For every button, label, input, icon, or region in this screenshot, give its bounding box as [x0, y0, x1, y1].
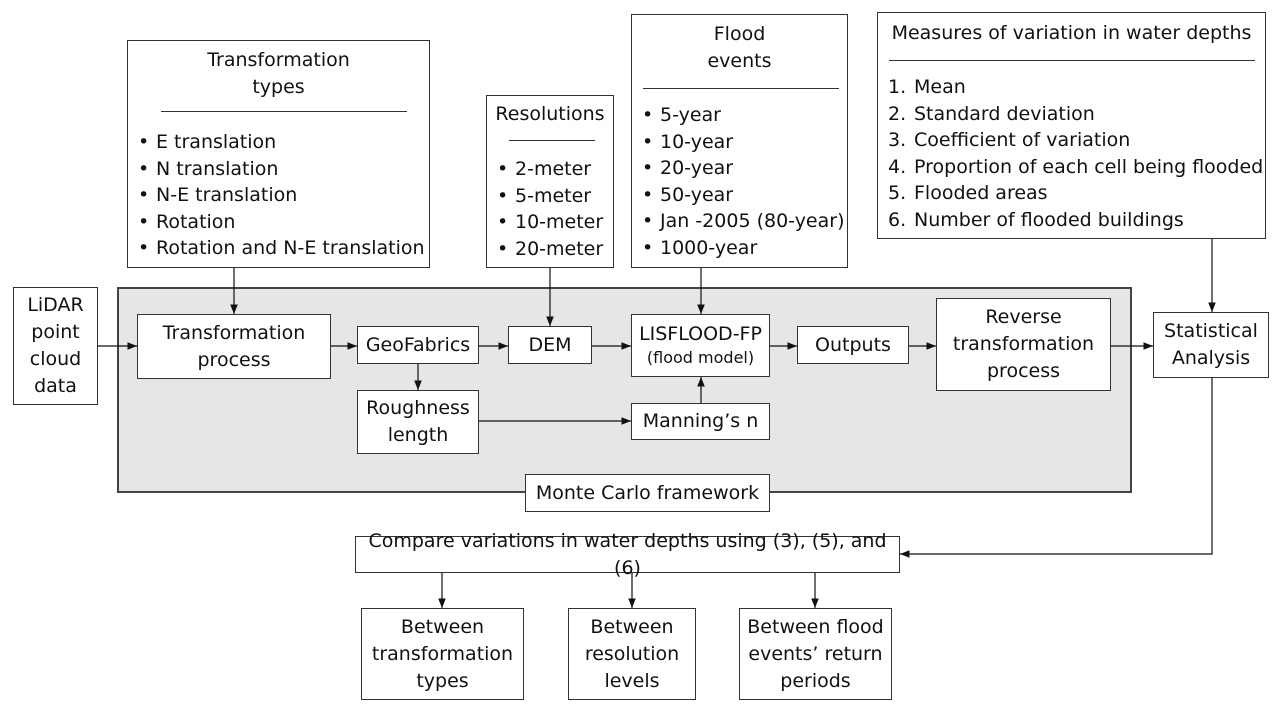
- mannings-n-node: Manning’s n: [631, 403, 770, 440]
- transformation-types-title: Transformation types: [207, 49, 350, 98]
- transformation-process-node: Transformation process: [137, 314, 331, 379]
- list-item: 6.Number of flooded buildings: [888, 208, 1184, 231]
- list-item: N-E translation: [138, 182, 425, 209]
- compare-node: Compare variations in water depths using…: [355, 530, 900, 579]
- list-item: 1000-year: [642, 235, 845, 262]
- flood-events-title: Flood events: [707, 23, 772, 72]
- lidar-node: LiDAR point cloud data: [13, 287, 98, 405]
- transformation-types-panel: Transformation types E translation N tra…: [127, 40, 430, 268]
- dem-node: DEM: [508, 326, 592, 364]
- list-item: 5.Flooded areas: [888, 182, 1048, 205]
- outputs-node: Outputs: [797, 326, 909, 364]
- statistical-analysis-node: Statistical Analysis: [1153, 312, 1269, 378]
- flood-events-panel: Flood events 5-year 10-year 20-year 50-y…: [631, 14, 848, 268]
- transformation-types-list: E translation N translation N-E translat…: [138, 129, 425, 262]
- resolutions-panel: Resolutions 2-meter 5-meter 10-meter 20-…: [486, 95, 614, 268]
- reverse-transformation-node: Reverse transformation process: [936, 298, 1111, 391]
- list-item: 2-meter: [497, 156, 603, 183]
- list-item: 50-year: [642, 182, 845, 209]
- list-item: 20-year: [642, 155, 845, 182]
- between-flood-events-node: Between flood events’ return periods: [739, 608, 892, 700]
- measures-title: Measures of variation in water depths: [891, 22, 1252, 44]
- list-item: 5-meter: [497, 183, 603, 210]
- list-item: 1.Mean: [888, 76, 966, 98]
- lisflood-label: LISFLOOD-FP: [639, 323, 762, 345]
- measures-list: 1.Mean 2.Standard deviation 3.Coefficien…: [888, 74, 1263, 234]
- list-item: N translation: [138, 156, 425, 183]
- measures-panel: Measures of variation in water depths 1.…: [877, 12, 1266, 239]
- list-item: Rotation: [138, 209, 425, 236]
- list-item: 3.Coefficient of variation: [888, 129, 1131, 152]
- list-item: 4.Proportion of each cell being flooded: [888, 155, 1264, 178]
- lisflood-node: LISFLOOD-FP (flood model): [631, 314, 770, 377]
- resolutions-list: 2-meter 5-meter 10-meter 20-meter: [497, 156, 603, 262]
- between-transformation-types-node: Between transformation types: [361, 608, 524, 700]
- list-item: 10-meter: [497, 209, 603, 236]
- flood-events-divider: [643, 88, 839, 89]
- measures-divider: [889, 60, 1255, 61]
- flood-events-list: 5-year 10-year 20-year 50-year Jan -2005…: [642, 102, 845, 262]
- list-item: 5-year: [642, 102, 845, 129]
- list-item: 10-year: [642, 129, 845, 156]
- transformation-types-divider: [161, 111, 407, 112]
- lisflood-sublabel: (flood model): [646, 348, 755, 367]
- list-item: Jan -2005 (80-year): [642, 208, 845, 235]
- between-resolution-levels-node: Between resolution levels: [568, 608, 696, 700]
- geofabrics-node: GeoFabrics: [357, 326, 479, 364]
- resolutions-title: Resolutions: [495, 103, 605, 125]
- resolutions-divider: [509, 140, 595, 141]
- roughness-length-node: Roughness length: [357, 390, 479, 454]
- list-item: Rotation and N-E translation: [138, 235, 425, 262]
- list-item: E translation: [138, 129, 425, 156]
- monte-carlo-label: Monte Carlo framework: [525, 474, 770, 512]
- list-item: 20-meter: [497, 236, 603, 263]
- list-item: 2.Standard deviation: [888, 102, 1095, 125]
